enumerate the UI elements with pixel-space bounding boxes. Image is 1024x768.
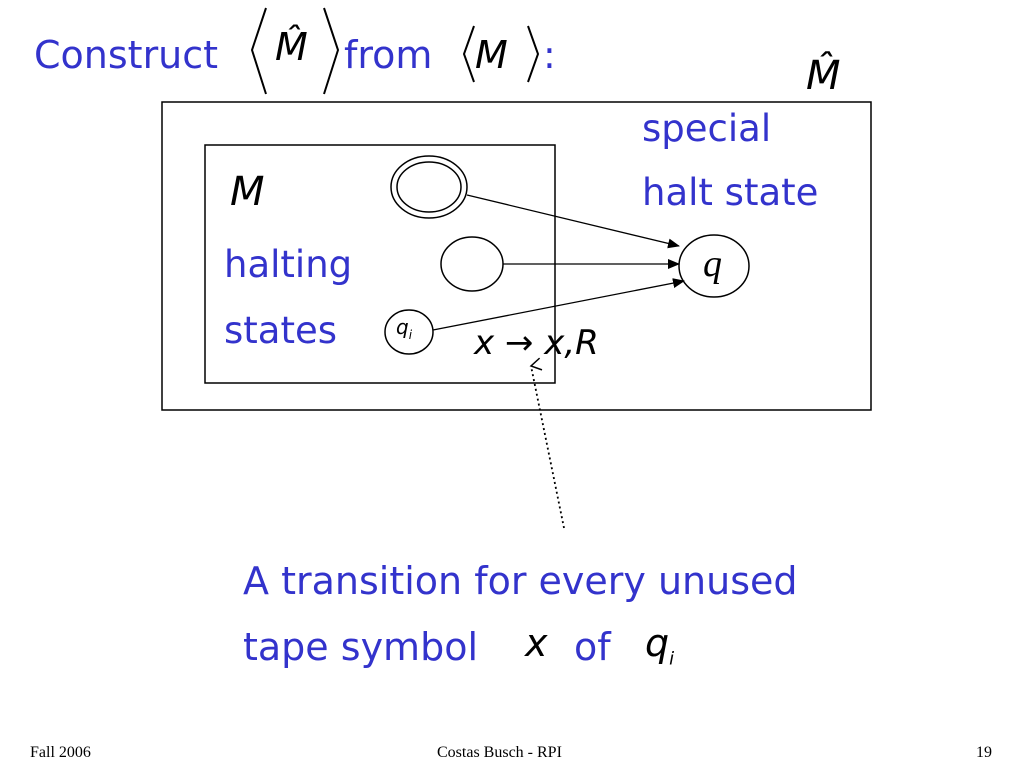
caption-x: x — [525, 621, 548, 665]
outer-machine-label: M̂ — [806, 53, 841, 99]
states-label: states — [224, 309, 338, 352]
halt-state-label: halt state — [642, 171, 819, 214]
inner-machine-label: M — [230, 169, 265, 215]
special-halt-state-label: q — [703, 243, 722, 285]
halting-label: halting — [224, 243, 353, 286]
caption-qi: qi — [645, 621, 675, 670]
dotted-pointer — [529, 357, 565, 529]
title-colon: : — [543, 33, 556, 77]
title-m: M — [475, 33, 508, 77]
footer-page-number: 19 — [976, 744, 992, 761]
caption-line-2-prefix: tape symbol — [243, 625, 478, 669]
transition-label: x → x,R — [474, 323, 599, 363]
special-label: special — [642, 107, 772, 150]
title-angle-brackets-m — [462, 25, 540, 83]
title-m-hat: M̂ — [275, 25, 308, 69]
halting-state-double — [390, 155, 468, 219]
caption-line-1: A transition for every unused — [243, 559, 798, 603]
footer-date: Fall 2006 — [30, 744, 91, 761]
title-construct: Construct — [34, 33, 219, 77]
outer-machine-box — [161, 101, 872, 411]
footer-author: Costas Busch - RPI — [437, 744, 562, 761]
title-from: from — [344, 33, 433, 77]
halting-state — [440, 236, 504, 292]
caption-of: of — [574, 625, 611, 669]
state-qi-label: qi — [396, 315, 413, 342]
title-angle-brackets-mhat — [250, 7, 340, 95]
transition-arrow-3 — [432, 278, 685, 331]
transition-arrow-1 — [466, 194, 680, 249]
state-qi — [384, 309, 434, 355]
